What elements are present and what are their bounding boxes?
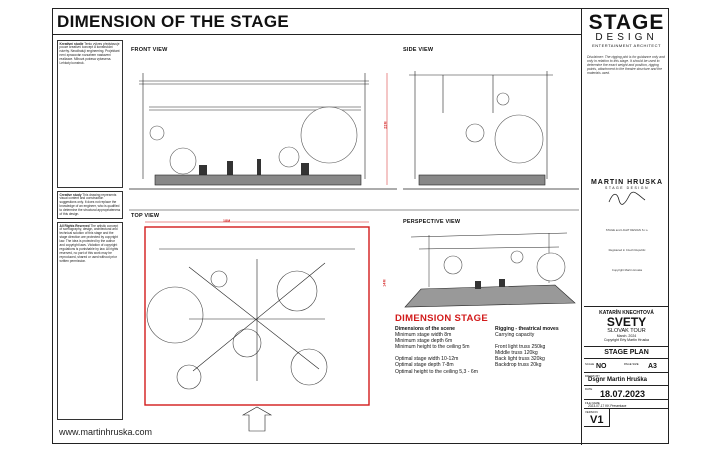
file-row: FILE NAME 2023-07-17 KK Presentace	[584, 400, 669, 409]
perspective-view-drawing	[404, 232, 576, 308]
meas-line: Front light truss 250kg	[495, 344, 546, 351]
page-title: DIMENSION OF THE STAGE	[57, 12, 290, 31]
meas-line: Minimum stage width 8m	[395, 332, 452, 339]
top-view-drawing	[144, 221, 370, 432]
project-copyright: Copyright Erty Martin Hruska	[604, 338, 649, 342]
note-kreativni: Kreativní studie Tento výkres představuj…	[57, 40, 123, 188]
version-value: V1	[590, 414, 604, 426]
date-key: DATE	[585, 387, 593, 391]
meas-line: Optimal stage width 10-12m	[395, 356, 459, 363]
meas-line: Optimal height to the ceiling 5,3 - 6m	[395, 368, 478, 375]
stage-dimensions-list: Dimensions of the scene Minimum stage wi…	[395, 326, 478, 375]
meas-line: Rigging - theatrical moves	[495, 326, 559, 332]
meas-line: Backdrop truss 20kg	[495, 362, 542, 369]
stage-design-logo: STAGE DESIGN ENTERTAINMENT ARCHITECT	[586, 11, 667, 48]
version-key: VERSION	[585, 410, 598, 414]
scale-size-row: SCALE NO PAGE SIZE A3	[584, 361, 669, 373]
meas-line: Minimum stage depth 6m	[395, 338, 453, 345]
signer-sub: STAGE DESIGN	[605, 186, 649, 190]
contact-line: Registered in Czech Republic	[608, 248, 646, 252]
view-separator	[129, 209, 579, 211]
size-key: PAGE SIZE	[624, 362, 639, 366]
logo-line3: ENTERTAINMENT ARCHITECT	[592, 43, 661, 48]
project-date: March. 2024	[616, 334, 637, 338]
plan-title: STAGE PLAN	[584, 346, 669, 359]
logo-line2: DESIGN	[595, 32, 658, 43]
size-value: A3	[648, 363, 657, 370]
note-label: Kreativní studie	[59, 41, 84, 46]
contact-line: Copyright Martin Hruska	[611, 268, 643, 272]
project-block: KATARÍN KNECHTOVÁ SVETY SLOVAK TOUR Marc…	[584, 306, 669, 342]
note-body: Tento výkres představuje pouze kreativní…	[59, 41, 120, 66]
note-rights: All Rights Reserved The artistic concept…	[57, 222, 123, 420]
note-creative-study: Creative study This drawing represents v…	[57, 191, 123, 219]
file-key: FILE NAME	[585, 401, 600, 405]
version-row: VERSION V1	[584, 409, 610, 427]
front-view-label: FRONT VIEW	[131, 47, 168, 53]
drawn-value: Dsgnr Martin Hruška	[588, 377, 648, 383]
meas-line: Dimensions of the scene	[395, 326, 456, 332]
perspective-view-label: PERSPECTIVE VIEW	[403, 219, 461, 225]
martin-hruska-logo: MARTIN HRUSKA STAGE DESIGN	[587, 179, 667, 211]
front-height-dim: 22M	[383, 121, 388, 129]
side-view-label: SIDE VIEW	[403, 47, 434, 53]
logo-line1: STAGE	[588, 11, 665, 34]
note-body: This drawing represents visual content a…	[59, 192, 121, 217]
meas-line: Back light truss 320kg	[495, 356, 545, 363]
date-row: DATE 18.07.2023	[584, 386, 669, 400]
top-view-label: TOP VIEW	[131, 213, 160, 219]
meas-line: Minimum height to the ceiling 5m	[395, 344, 470, 351]
notes-column: Kreativní studie Tento výkres představuj…	[57, 40, 123, 423]
note-label: All Rights Reserved	[59, 223, 90, 228]
note-body: The artistic concept of scenography, des…	[59, 223, 119, 263]
title-band: DIMENSION OF THE STAGE	[53, 9, 581, 35]
meas-line: Carrying capacity	[495, 332, 535, 339]
signer-name: MARTIN HRUSKA	[590, 179, 664, 186]
scale-key: SCALE	[585, 362, 595, 366]
footer-url[interactable]: www.martinhruska.com	[59, 427, 153, 437]
file-value: 2023-07-17 KK Presentace	[588, 404, 627, 408]
drawn-key: DRAWN BY	[585, 374, 600, 378]
title-block: STAGE DESIGN ENTERTAINMENT ARCHITECT Dis…	[581, 9, 670, 445]
meas-line: Optimal stage depth 7-8m	[395, 362, 454, 369]
project-tour: SLOVAK TOUR	[607, 328, 646, 334]
meas-line: Middle truss 120kg	[495, 350, 538, 357]
front-view-drawing	[129, 73, 397, 190]
contact-line: STAGE and LIGHT DESIGN S.r.o.	[605, 228, 649, 232]
top-width-dim: 18M	[223, 219, 231, 223]
drawn-by-row: DRAWN BY Dsgnr Martin Hruška	[584, 373, 669, 386]
project-name: SVETY	[606, 315, 647, 329]
date-value: 18.07.2023	[600, 389, 646, 399]
disclaimer-text: Disclaimer: The rigging plot is for guid…	[587, 55, 665, 76]
project-artist: KATARÍN KNECHTOVÁ	[599, 310, 654, 316]
dimension-stage-title: DIMENSION STAGE	[395, 313, 488, 324]
rigging-capacity-list: Rigging - theatrical moves Carrying capa…	[495, 326, 559, 369]
scale-value: NO	[596, 363, 607, 370]
drawing-sheet: DIMENSION OF THE STAGE Kreativní studie …	[52, 8, 670, 445]
signature-icon	[608, 191, 646, 205]
note-label: Creative study	[59, 192, 82, 197]
side-view-drawing	[403, 71, 579, 190]
